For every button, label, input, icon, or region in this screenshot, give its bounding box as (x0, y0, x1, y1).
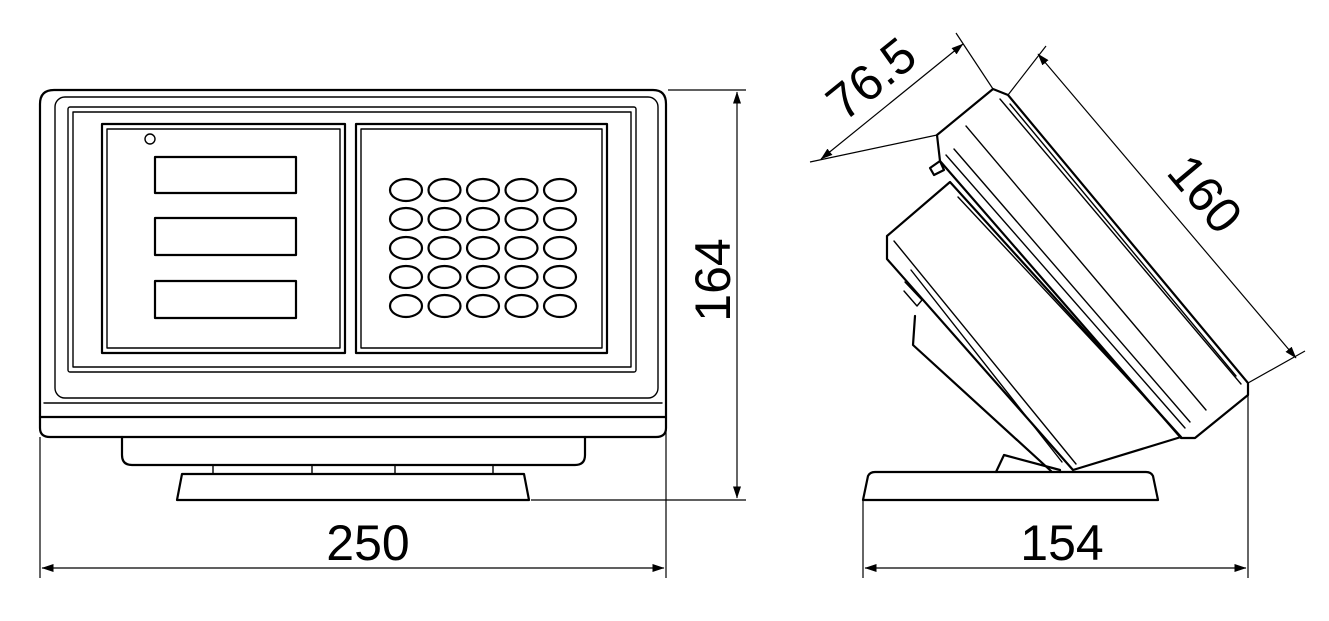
keypad-button (504, 206, 539, 232)
keypad-button (388, 206, 424, 232)
display-window (153, 155, 298, 195)
keypad-button (542, 235, 578, 261)
keypad-button (542, 264, 578, 290)
keypad-button (465, 293, 501, 319)
display-window (153, 279, 298, 320)
keypad-button (427, 293, 462, 319)
indicator-led (144, 133, 156, 145)
display-window (153, 216, 298, 257)
keypad-button (504, 264, 539, 290)
body-depth-label: 76.5 (816, 26, 927, 131)
keypad-button (465, 206, 501, 232)
width-label: 250 (326, 515, 409, 571)
front-dimensions: 250 164 (39, 89, 746, 578)
keypad-button (388, 293, 424, 319)
keypad-button (465, 235, 501, 261)
keypad-button (504, 177, 539, 203)
keypad (388, 177, 578, 319)
keypad-button (542, 293, 578, 319)
side-view: 154 76.5 160 (809, 26, 1306, 578)
height-label: 164 (685, 238, 741, 321)
keypad-button (427, 264, 462, 290)
keypad-button (427, 206, 462, 232)
front-stand (120, 435, 587, 502)
keypad-button (388, 177, 424, 203)
panel-length-label: 160 (1157, 144, 1254, 244)
display-panel (100, 122, 347, 355)
keypad-button (427, 235, 462, 261)
keypad-button (388, 235, 424, 261)
keypad-button (542, 206, 578, 232)
side-base (861, 453, 1160, 502)
keypad-button (504, 293, 539, 319)
keypad-button (504, 235, 539, 261)
front-housing (38, 88, 668, 439)
keypad-panel (354, 122, 609, 355)
keypad-button (542, 177, 578, 203)
keypad-button (388, 264, 424, 290)
keypad-button (465, 177, 501, 203)
keypad-button (465, 264, 501, 290)
side-bracket (903, 281, 1053, 473)
depth-label: 154 (1020, 515, 1103, 571)
keypad-button (427, 177, 462, 203)
front-view: 250 164 (38, 88, 746, 578)
side-front-panel (928, 87, 1250, 440)
side-body (885, 180, 1183, 472)
